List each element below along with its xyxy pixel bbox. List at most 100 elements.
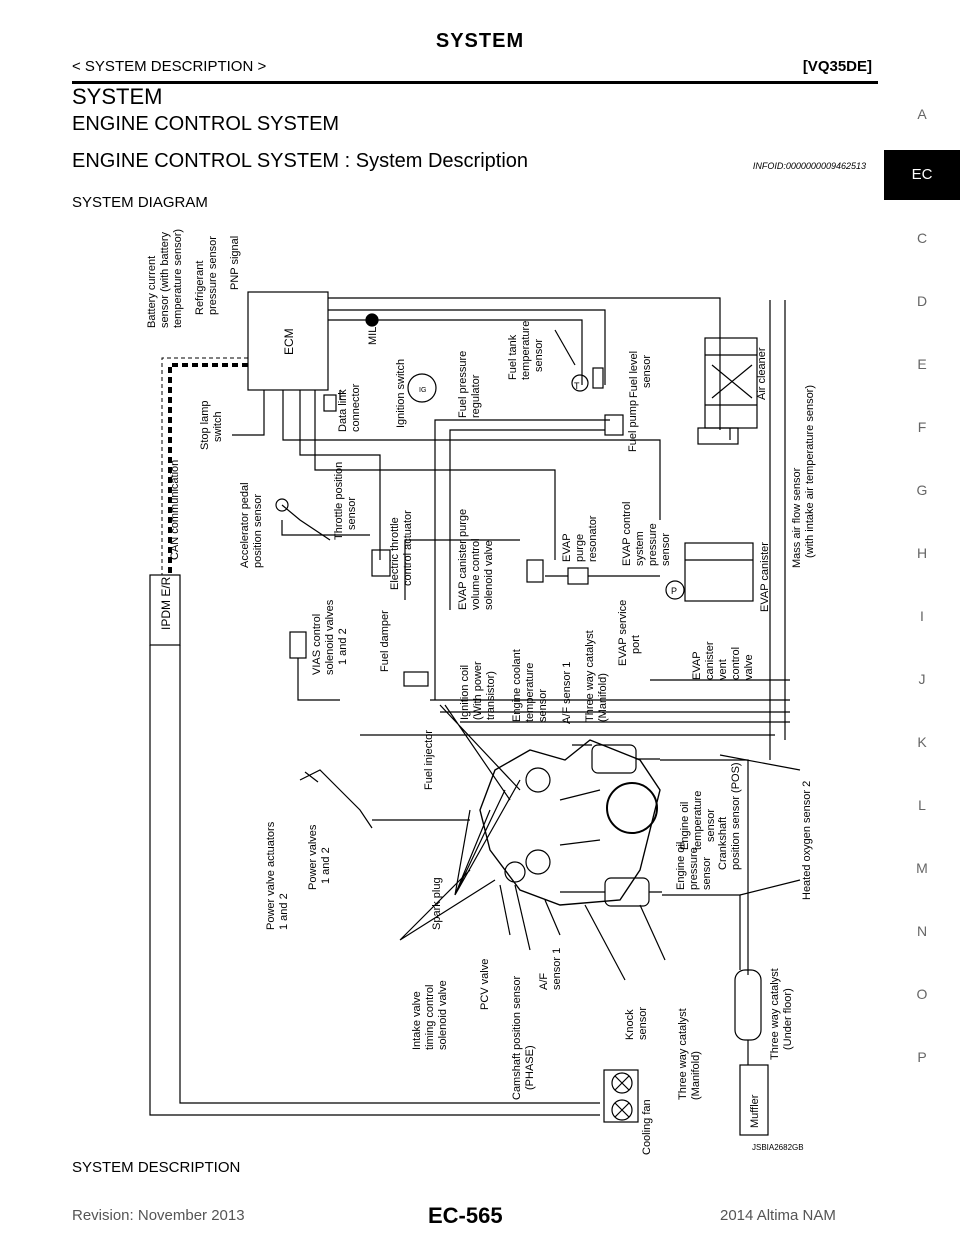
- tab-c[interactable]: C: [916, 230, 928, 246]
- svg-text:Knocksensor: Knocksensor: [624, 1007, 649, 1040]
- label-cam-2: (PHASE): [524, 1045, 536, 1090]
- svg-text:Intake valvetiming controlsole: Intake valvetiming controlsolenoid valve: [411, 980, 449, 1050]
- label-stoplamp-2: switch: [212, 411, 224, 442]
- label-vias-1: VIAS control: [311, 614, 323, 675]
- tab-p[interactable]: P: [917, 1049, 927, 1065]
- label-etc-1: Electric throttle: [389, 517, 401, 590]
- svg-text:Data linkconnector: Data linkconnector: [337, 383, 362, 432]
- label-resonator-1: EVAP: [561, 533, 573, 562]
- label-tps-2: sensor: [346, 497, 358, 530]
- label-accel-2: position sensor: [252, 494, 264, 568]
- label-oilpress-2: pressure: [688, 847, 700, 890]
- svg-text:Engine oilpressuresensor: Engine oilpressuresensor: [675, 842, 713, 890]
- label-fuellevel-2: sensor: [641, 355, 653, 388]
- label-fueltank-2: temperature: [520, 321, 532, 380]
- section-title: SYSTEM: [72, 84, 163, 109]
- label-mil: MIL: [367, 327, 379, 345]
- label-crank-1: Crankshaft: [717, 817, 729, 870]
- label-igncoil-3: transistor): [485, 671, 497, 720]
- footer-model: 2014 Altima NAM: [720, 1207, 836, 1224]
- svg-text:Fuel levelsensor: Fuel levelsensor: [628, 351, 653, 398]
- label-vias-2: solenoid valves: [324, 599, 336, 675]
- info-id: INFOID:0000000009462513: [752, 161, 866, 171]
- label-ecm: ECM: [282, 328, 296, 355]
- tab-i[interactable]: I: [920, 608, 924, 624]
- tab-k[interactable]: K: [917, 734, 927, 750]
- tab-m[interactable]: M: [916, 860, 928, 876]
- label-pva-1: Power valve actuators: [265, 821, 277, 930]
- description-heading: SYSTEM DESCRIPTION: [72, 1159, 241, 1176]
- label-ipdm: IPDM E/R: [159, 576, 173, 630]
- tab-o[interactable]: O: [916, 986, 928, 1002]
- tab-ec[interactable]: EC: [884, 150, 960, 200]
- label-twc-top-1: Three way catalyst: [584, 630, 596, 722]
- label-purge-3: solenoid valve: [483, 540, 495, 610]
- diagram-heading: SYSTEM DIAGRAM: [72, 194, 208, 211]
- label-ignition-switch: Ignition switch: [395, 359, 407, 428]
- label-maf-1: Mass air flow sensor: [791, 467, 803, 568]
- tab-j[interactable]: J: [918, 671, 926, 687]
- crank-circle: [606, 782, 658, 834]
- tab-h[interactable]: H: [916, 545, 928, 561]
- label-can: CAN communication: [169, 460, 181, 560]
- label-vent-5: valve: [743, 654, 755, 680]
- label-knock-1: Knock: [624, 1009, 636, 1040]
- label-pv-1: Power valves: [307, 824, 319, 890]
- label-twc-bottom-1: Three way catalyst: [677, 1008, 689, 1100]
- underfloor-catalyst: [734, 969, 762, 1041]
- label-battery-2: sensor (with battery: [159, 232, 171, 328]
- svg-text:VIAS controlsolenoid valves1 a: VIAS controlsolenoid valves1 and 2: [311, 599, 349, 675]
- footer-revision: Revision: November 2013: [72, 1207, 245, 1224]
- svg-text:Ignition coil(With powertransi: Ignition coil(With powertransistor): [459, 661, 497, 720]
- svg-text:Power valve actuators1 and 2: Power valve actuators1 and 2: [265, 821, 290, 930]
- label-twc-under-1: Three way catalyst: [769, 968, 781, 1060]
- label-purge-2: volume control: [470, 538, 482, 610]
- tab-a[interactable]: A: [917, 106, 927, 122]
- tab-l[interactable]: L: [918, 797, 926, 813]
- svg-text:EVAPpurgeresonator: EVAPpurgeresonator: [561, 515, 599, 562]
- label-vent-4: control: [730, 647, 742, 680]
- label-battery-1: Battery current: [146, 256, 158, 328]
- label-etc-2: control actuator: [402, 510, 414, 586]
- label-oiltemp-2: temperature: [692, 791, 704, 850]
- label-oilpress-3: sensor: [701, 857, 713, 890]
- tab-e[interactable]: E: [917, 356, 927, 372]
- model-code: [VQ35DE]: [802, 58, 872, 75]
- mil-symbol: [365, 313, 379, 327]
- svg-text:Fuel tanktemperaturesensor: Fuel tanktemperaturesensor: [507, 321, 545, 380]
- label-oiltemp-3: sensor: [705, 809, 717, 842]
- label-fuellevel-1: Fuel level: [628, 351, 640, 398]
- label-refrigerant-1: Refrigerant: [194, 261, 206, 315]
- label-pva-2: 1 and 2: [278, 893, 290, 930]
- label-evapcanister: EVAP canister: [759, 542, 771, 612]
- label-af1-bottom-1: A/F: [538, 973, 550, 990]
- label-ivt-3: solenoid valve: [437, 980, 449, 1050]
- tab-d[interactable]: D: [916, 293, 928, 309]
- label-battery-3: temperature sensor): [172, 229, 184, 328]
- label-stoplamp-1: Stop lamp: [199, 400, 211, 450]
- label-fueldamper: Fuel damper: [379, 610, 391, 672]
- tab-f[interactable]: F: [917, 419, 927, 435]
- label-fuelpressure-2: regulator: [470, 374, 482, 418]
- label-igncoil-1: Ignition coil: [459, 665, 471, 720]
- engine-control-system-diagram: T P IG Battery currentsensor (with batte…: [146, 229, 816, 1155]
- svg-text:Engine oiltemperaturesensor: Engine oiltemperaturesensor: [679, 791, 717, 850]
- tab-n[interactable]: N: [916, 923, 928, 939]
- svg-text:Refrigerantpressure sensor: Refrigerantpressure sensor: [194, 236, 219, 315]
- label-cam-1: Camshaft position sensor: [511, 976, 523, 1100]
- topic-title: ENGINE CONTROL SYSTEM : System Descripti…: [72, 150, 529, 172]
- label-twc-under-2: (Under floor): [782, 988, 794, 1050]
- tab-g[interactable]: G: [916, 482, 928, 498]
- muffler-box: [739, 1064, 769, 1136]
- svg-text:P: P: [671, 586, 677, 596]
- svg-text:T: T: [574, 381, 580, 391]
- label-knock-2: sensor: [637, 1007, 649, 1040]
- label-service-2: port: [630, 635, 642, 654]
- label-pnp: PNP signal: [229, 236, 241, 290]
- label-coolant-2: temperature: [524, 663, 536, 722]
- label-ivt-2: timing control: [424, 985, 436, 1050]
- svg-text:EVAP controlsystempressuresens: EVAP controlsystempressuresensor: [621, 502, 672, 566]
- label-evappress-4: sensor: [660, 533, 672, 566]
- label-resonator-3: resonator: [587, 515, 599, 562]
- label-sparkplug: Spark plug: [431, 877, 443, 930]
